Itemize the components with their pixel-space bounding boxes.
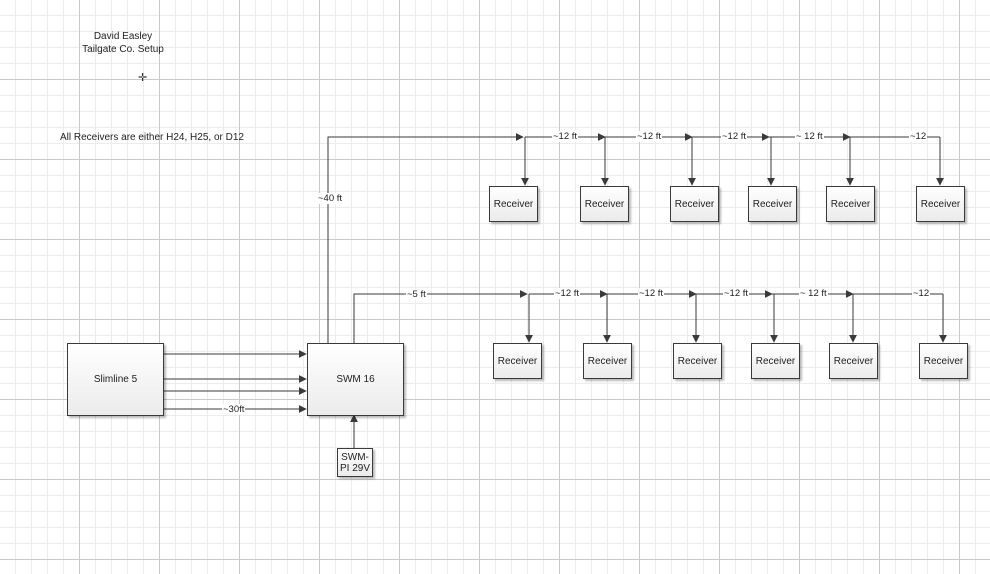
receiver-box[interactable]: Receiver (489, 186, 538, 222)
receiver-label: Receiver (830, 198, 871, 210)
bottom-hop-label: ~ 12 ft (799, 288, 828, 299)
top-feed-label: ~40 ft (317, 193, 344, 204)
swm-label: SWM 16 (336, 374, 375, 385)
receiver-label: Receiver (677, 355, 718, 367)
top-hop-label: ~ 12 ft (795, 131, 824, 142)
receiver-label: Receiver (833, 355, 874, 367)
receiver-box[interactable]: Receiver (829, 343, 878, 379)
receiver-box[interactable]: Receiver (919, 343, 968, 379)
receiver-label: Receiver (755, 355, 796, 367)
receiver-label: Receiver (584, 198, 625, 210)
top-hop-label: ~12 (909, 131, 928, 142)
top-hop-label: ~12 ft (552, 131, 579, 142)
receiver-label: Receiver (674, 198, 715, 210)
receiver-label: Receiver (497, 355, 538, 367)
bottom-hop-label: ~12 (912, 288, 931, 299)
receiver-box[interactable]: Receiver (580, 186, 629, 222)
receiver-label: Receiver (587, 355, 628, 367)
pi-label-line-1: SWM- (341, 451, 369, 463)
receiver-box[interactable]: Receiver (493, 343, 542, 379)
slimline-label: Slimline 5 (93, 374, 138, 385)
receiver-label: Receiver (752, 198, 793, 210)
slimline-5-box[interactable]: Slimline 5 (67, 343, 164, 416)
receiver-box[interactable]: Receiver (826, 186, 875, 222)
swm-pi-box[interactable]: SWM- PI 29V (337, 448, 373, 477)
crosshair-cursor-icon: ✛ (138, 72, 148, 84)
title-line-2: Tailgate Co. Setup (82, 44, 164, 55)
bottom-hop-label: ~12 ft (638, 288, 665, 299)
pi-label-line-2: PI 29V (339, 462, 371, 474)
receiver-box[interactable]: Receiver (670, 186, 719, 222)
swm-16-box[interactable]: SWM 16 (307, 343, 404, 416)
receivers-note: All Receivers are either H24, H25, or D1… (60, 132, 244, 143)
diagram-title: David Easley Tailgate Co. Setup (78, 30, 168, 56)
top-hop-label: ~12 ft (721, 131, 748, 142)
receiver-box[interactable]: Receiver (673, 343, 722, 379)
top-feed-line (327, 133, 524, 344)
top-hop-label: ~12 ft (636, 131, 663, 142)
bottom-hop-label: ~12 ft (554, 288, 581, 299)
receiver-label: Receiver (923, 355, 964, 367)
receiver-label: Receiver (920, 198, 961, 210)
receiver-box[interactable]: Receiver (751, 343, 800, 379)
bottom-hop-label: ~12 ft (723, 288, 750, 299)
receiver-label: Receiver (493, 198, 534, 210)
slimline-feed-label: ~30ft (222, 404, 246, 415)
receiver-box[interactable]: Receiver (583, 343, 632, 379)
receiver-box[interactable]: Receiver (916, 186, 965, 222)
title-line-1: David Easley (93, 31, 153, 42)
receiver-box[interactable]: Receiver (748, 186, 797, 222)
bottom-feed-label: ~5 ft (406, 289, 427, 300)
bottom-feed-line (353, 290, 528, 344)
